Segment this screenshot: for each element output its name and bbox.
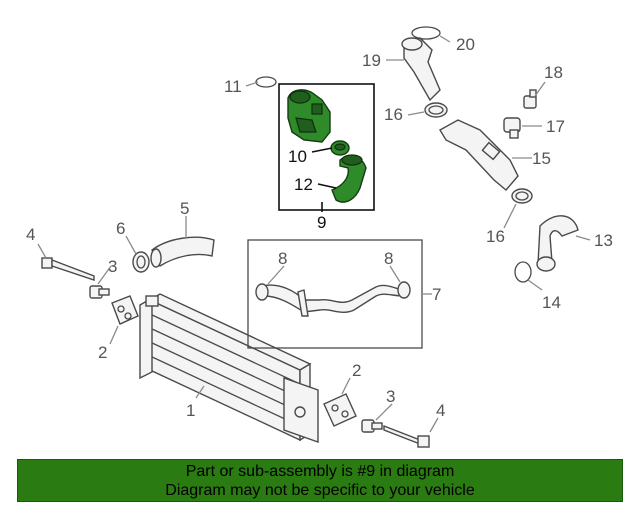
part-17-sensor[interactable] <box>503 117 521 139</box>
callout-3-right: 3 <box>386 387 395 406</box>
part-10-seal-highlighted[interactable] <box>330 140 350 156</box>
callout-16-lower: 16 <box>486 227 505 246</box>
part-5-hose[interactable] <box>150 236 215 268</box>
callout-6: 6 <box>116 219 125 238</box>
part-4-bolt-right[interactable] <box>383 424 430 448</box>
callout-1: 1 <box>186 401 195 420</box>
callout-18: 18 <box>544 63 563 82</box>
callout-8-left: 8 <box>278 249 287 268</box>
callout-2-right: 2 <box>352 361 361 380</box>
callout-2-left: 2 <box>98 343 107 362</box>
callout-19: 19 <box>362 51 381 70</box>
banner-line-1: Part or sub-assembly is #9 in diagram <box>185 463 455 480</box>
part-2-gasket-right[interactable] <box>323 393 357 427</box>
callout-14: 14 <box>542 293 561 312</box>
callout-16-upper: 16 <box>384 105 403 124</box>
info-banner: Part or sub-assembly is #9 in diagram Di… <box>17 459 623 502</box>
callout-5: 5 <box>180 199 189 218</box>
part-2-gasket-left[interactable] <box>111 295 139 325</box>
part-1-intercooler[interactable] <box>139 293 319 443</box>
parts-diagram: 1 2 2 3 3 4 4 5 6 7 8 8 9 10 11 12 13 14… <box>26 26 613 448</box>
part-14-o-ring[interactable] <box>514 261 532 283</box>
callout-11: 11 <box>224 77 242 96</box>
leader-lines <box>37 35 591 433</box>
part-18-sensor[interactable] <box>523 89 537 109</box>
callout-17: 17 <box>546 117 565 136</box>
callout-12: 12 <box>294 175 313 194</box>
callout-4-right: 4 <box>436 401 445 420</box>
part-13-hose[interactable] <box>536 215 579 272</box>
part-16-clamp-upper[interactable] <box>424 102 448 118</box>
part-7-pipe-assembly[interactable] <box>247 239 423 349</box>
part-11-o-ring[interactable] <box>255 76 277 88</box>
part-9-housing-highlighted[interactable] <box>287 89 331 143</box>
part-6-clamp[interactable] <box>132 251 150 273</box>
part-16-clamp-lower[interactable] <box>511 188 533 204</box>
sub-assembly-9-box <box>278 83 375 211</box>
callout-9: 9 <box>317 213 326 232</box>
part-3-bolt-left[interactable] <box>89 285 110 299</box>
callout-10: 10 <box>288 147 307 166</box>
part-19-duct[interactable] <box>401 37 441 102</box>
part-4-bolt-left[interactable] <box>41 257 95 281</box>
callout-3-left: 3 <box>108 257 117 276</box>
callout-15: 15 <box>532 149 551 168</box>
banner-line-2: Diagram may not be specific to your vehi… <box>165 482 475 499</box>
callout-13: 13 <box>594 231 613 250</box>
callout-8-right: 8 <box>384 249 393 268</box>
part-12-hose-highlighted[interactable] <box>331 154 367 203</box>
part-20-o-ring[interactable] <box>411 26 441 40</box>
part-15-charge-pipe[interactable] <box>439 119 519 191</box>
callout-4-left: 4 <box>26 225 35 244</box>
callout-20: 20 <box>456 35 475 54</box>
part-3-bolt-right[interactable] <box>361 419 383 433</box>
callout-7: 7 <box>432 285 441 304</box>
